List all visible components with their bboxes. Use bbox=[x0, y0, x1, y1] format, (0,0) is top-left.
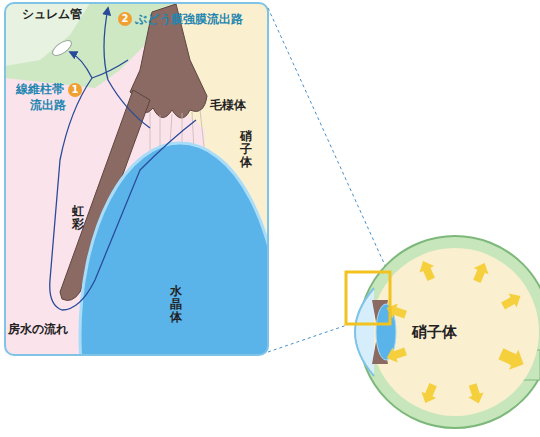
part-label: 硝子体 bbox=[412, 323, 457, 341]
flow-label: 房水の流れ bbox=[8, 322, 68, 336]
whole-eye bbox=[346, 236, 540, 428]
part-label: シュレム管 bbox=[22, 7, 82, 21]
panel-frame bbox=[5, 3, 268, 355]
callout-number: 1 bbox=[68, 83, 82, 97]
pressure-arrows bbox=[384, 258, 528, 406]
part-label: 虹彩 bbox=[72, 205, 84, 231]
detail-view bbox=[5, 3, 268, 355]
aqueous-flow bbox=[50, 8, 196, 310]
pathway-label: 流出路 bbox=[30, 98, 66, 112]
callout-number: 2 bbox=[118, 12, 132, 26]
zoom-box bbox=[346, 272, 390, 324]
pathway-label: 線維柱帯 bbox=[16, 82, 64, 96]
part-label: 硝子体 bbox=[240, 130, 252, 170]
part-label: 水晶体 bbox=[170, 285, 182, 325]
pathway-label: ぶどう膜強膜流出路 bbox=[135, 12, 243, 26]
schlemm-canal bbox=[50, 38, 74, 59]
part-label: 毛様体 bbox=[210, 98, 246, 112]
